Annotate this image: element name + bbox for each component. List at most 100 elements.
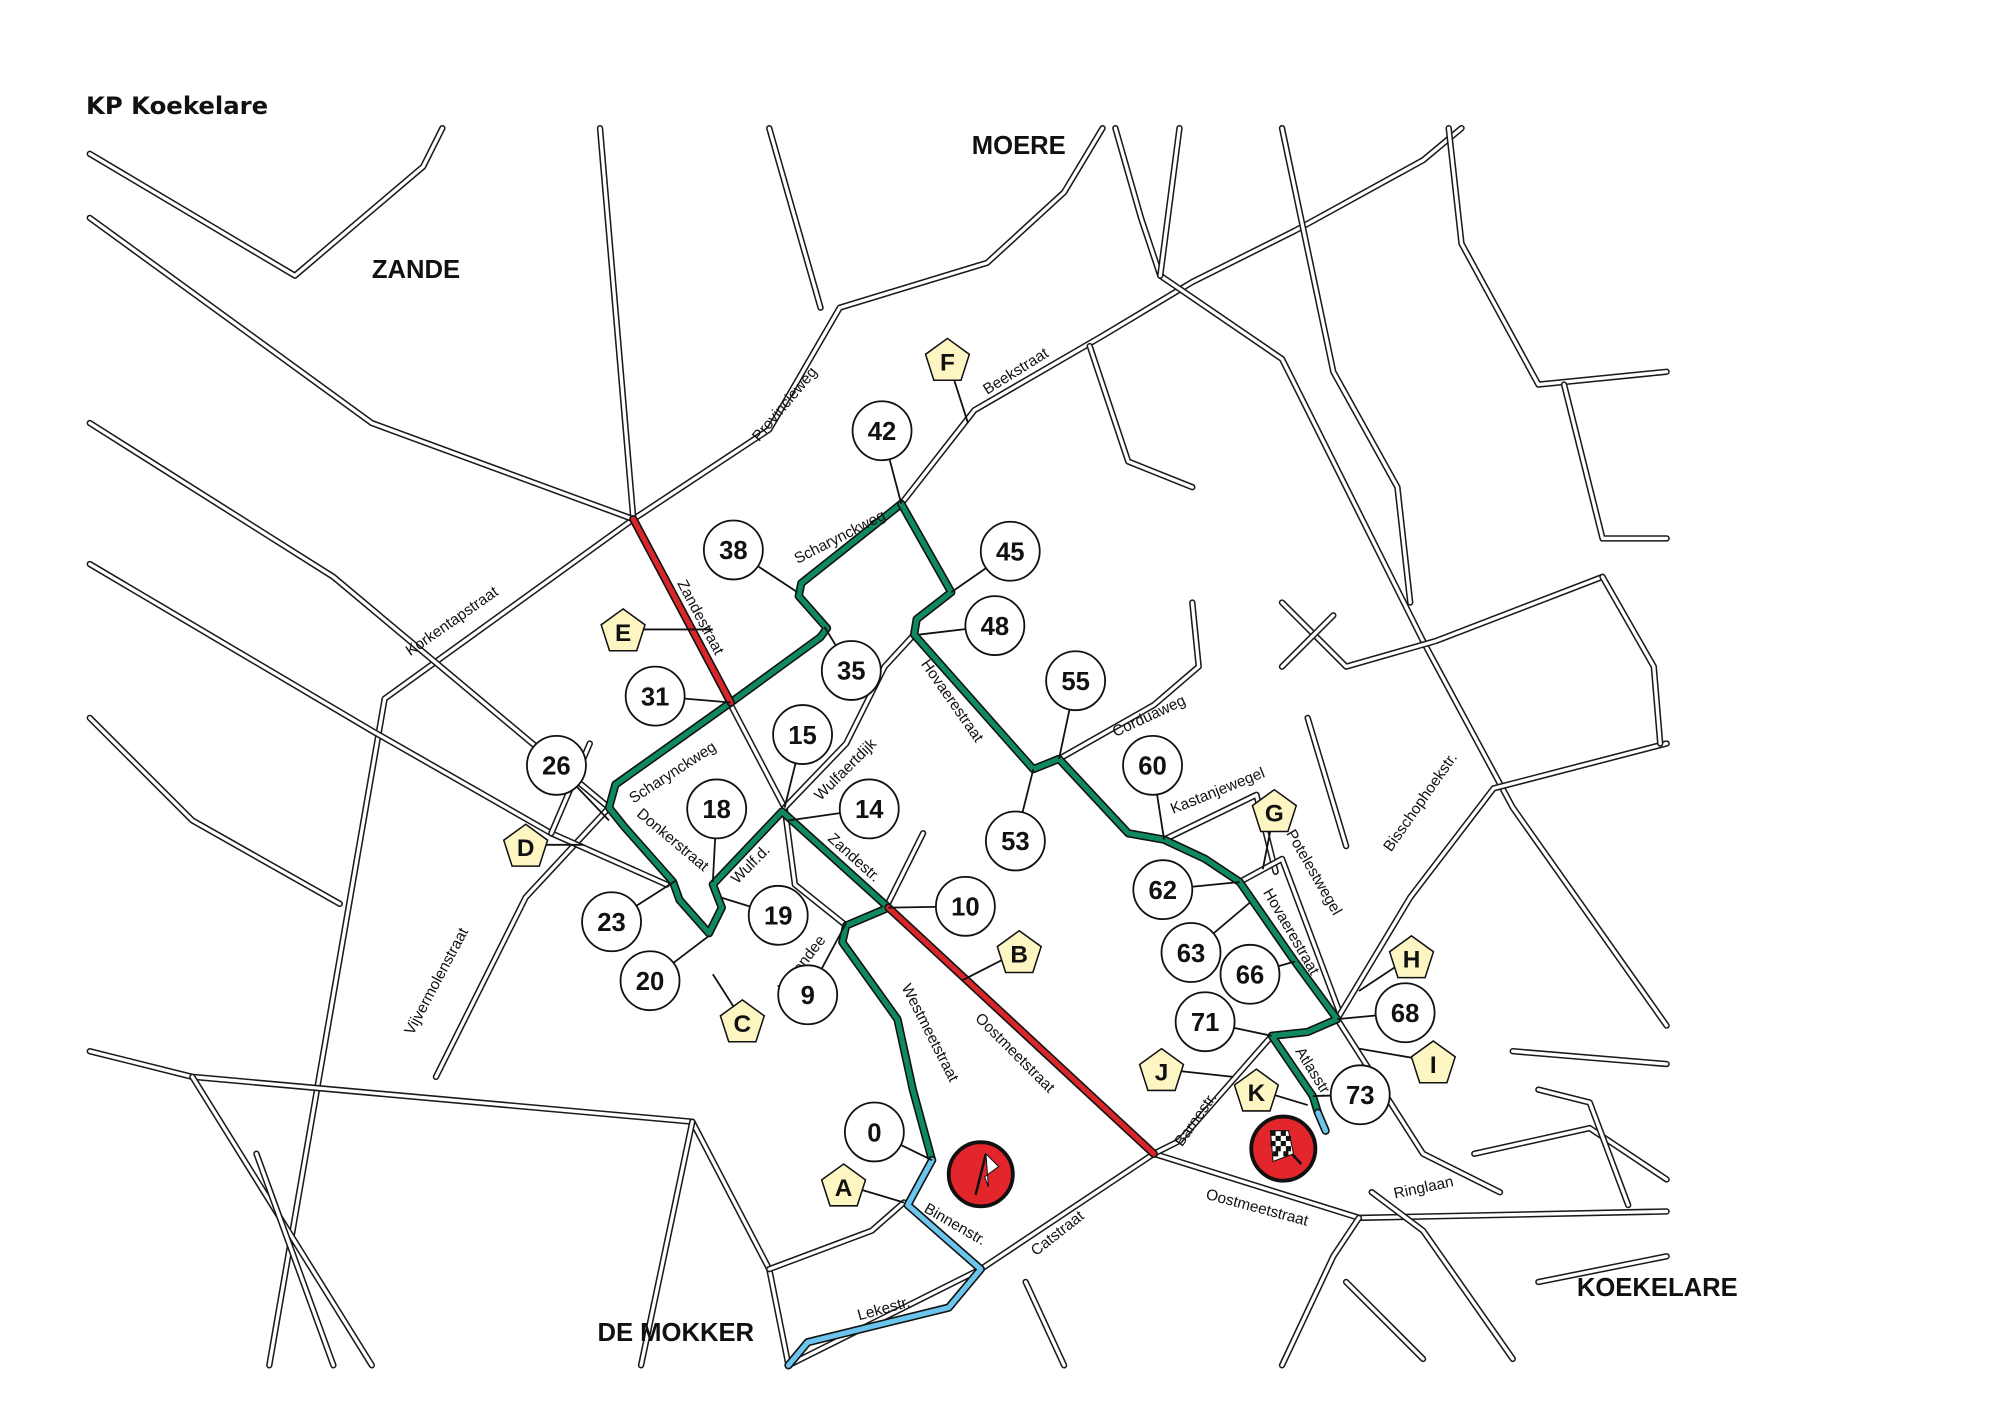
junction-node[interactable]: 31 — [624, 665, 686, 727]
marker-letter: E — [615, 620, 631, 647]
node-number: 35 — [837, 658, 866, 686]
road-fill — [1088, 344, 1194, 489]
junction-node[interactable]: 18 — [686, 778, 748, 840]
road-fill — [1335, 1017, 1502, 1194]
junction-node[interactable]: 0 — [843, 1101, 905, 1163]
node-circle — [1160, 922, 1222, 983]
node-circle — [526, 734, 587, 796]
junction-node[interactable]: 53 — [985, 810, 1046, 872]
node-circle — [619, 950, 681, 1012]
node-number: 48 — [981, 613, 1010, 641]
node-circle — [1045, 650, 1107, 712]
road-fill — [88, 216, 636, 521]
junction-node[interactable]: 71 — [1174, 991, 1236, 1053]
road — [1445, 124, 1670, 388]
marker-letter: G — [1265, 801, 1284, 828]
point-marker[interactable]: D — [502, 823, 549, 867]
street-label: Barnestr. — [1171, 1089, 1220, 1149]
junction-node[interactable]: 63 — [1160, 922, 1222, 983]
junction-node[interactable]: 35 — [820, 640, 882, 701]
junction-node[interactable]: 66 — [1219, 943, 1281, 1005]
marker-letter: A — [835, 1175, 853, 1202]
road-fill — [267, 126, 1105, 1367]
pentagon-marker-icon — [1138, 1047, 1185, 1092]
point-marker[interactable]: G — [1251, 788, 1298, 833]
road-fill — [1280, 1216, 1361, 1367]
point-marker[interactable]: B — [996, 929, 1043, 974]
node-number: 42 — [868, 418, 897, 446]
point-marker[interactable]: F — [924, 337, 971, 381]
node-number: 62 — [1149, 877, 1178, 905]
node-circle — [843, 1101, 905, 1163]
point-marker[interactable]: J — [1138, 1047, 1185, 1092]
flags — [946, 1114, 1318, 1209]
blue-route-east — [1315, 1110, 1329, 1134]
node-circle — [1132, 859, 1194, 921]
node-number: 71 — [1191, 1009, 1220, 1037]
junction-node[interactable]: 10 — [935, 875, 996, 937]
junction-node[interactable]: 19 — [747, 884, 809, 946]
node-circle — [820, 640, 882, 701]
place-name: MOERE — [972, 132, 1066, 160]
junction-node[interactable]: 45 — [979, 520, 1041, 582]
junction-node[interactable]: 26 — [526, 734, 587, 796]
junction-node[interactable]: 20 — [619, 950, 681, 1012]
junction-node[interactable]: 55 — [1045, 650, 1107, 712]
road-fill — [1562, 382, 1669, 541]
node-circle — [979, 520, 1041, 582]
road-fill — [1370, 1190, 1515, 1361]
point-marker[interactable]: K — [1233, 1068, 1280, 1112]
checkered-flag-icon[interactable] — [1249, 1114, 1318, 1183]
node-number: 66 — [1236, 962, 1265, 990]
node-number: 14 — [855, 796, 884, 824]
road — [86, 714, 343, 907]
road-fill — [1113, 126, 1669, 1028]
junction-node[interactable]: 9 — [777, 964, 839, 1026]
junction-node[interactable]: 23 — [581, 891, 642, 953]
road-fill — [639, 1120, 694, 1367]
node-number: 55 — [1061, 668, 1090, 696]
junction-node[interactable]: 42 — [851, 400, 913, 462]
point-marker[interactable]: C — [719, 998, 766, 1043]
node-circle — [851, 400, 913, 462]
node-number: 10 — [951, 894, 980, 922]
node-number: 73 — [1346, 1082, 1375, 1110]
road-fill — [88, 126, 445, 278]
node-number: 53 — [1001, 828, 1030, 856]
junction-node[interactable]: 73 — [1329, 1064, 1391, 1126]
street-label: Potelestwegel — [1282, 827, 1345, 918]
point-marker[interactable]: H — [1388, 934, 1435, 979]
junction-nodes: 42 38 45 48 35 31 55 15 26 60 18 14 53 62 10 23 19 63 66 20… — [526, 400, 1436, 1163]
point-marker[interactable]: A — [820, 1163, 867, 1207]
road-fill — [1306, 716, 1348, 848]
street-label: Bisschophoekstr. — [1380, 750, 1461, 855]
road — [1560, 381, 1670, 542]
junction-node[interactable]: 14 — [838, 778, 900, 840]
road-fill — [1057, 600, 1201, 761]
point-marker[interactable]: E — [600, 607, 646, 652]
node-number: 31 — [641, 683, 670, 711]
junction-node[interactable]: 68 — [1374, 982, 1436, 1044]
road — [1471, 1124, 1670, 1183]
start-flag-icon[interactable] — [946, 1140, 1015, 1209]
node-number: 0 — [867, 1119, 881, 1147]
junction-node[interactable]: 15 — [772, 704, 833, 765]
point-marker[interactable]: I — [1410, 1040, 1457, 1084]
node-circle — [777, 964, 839, 1026]
junction-node[interactable]: 38 — [702, 519, 764, 581]
node-number: 9 — [801, 982, 815, 1010]
green-route-west — [606, 501, 935, 1163]
node-number: 18 — [702, 796, 731, 824]
node-circle — [985, 810, 1046, 872]
junction-node[interactable]: 60 — [1122, 734, 1183, 796]
road-fill — [434, 805, 611, 1079]
marker-letter: F — [940, 349, 955, 376]
marker-letter: I — [1430, 1052, 1437, 1079]
road-fill — [1344, 1280, 1425, 1361]
node-circle — [772, 704, 833, 765]
road-fill — [899, 126, 1464, 506]
junction-node[interactable]: 48 — [964, 595, 1026, 656]
junction-node[interactable]: 62 — [1132, 859, 1194, 921]
place-name: ZANDE — [372, 256, 460, 284]
pentagon-marker-icon — [924, 337, 971, 381]
